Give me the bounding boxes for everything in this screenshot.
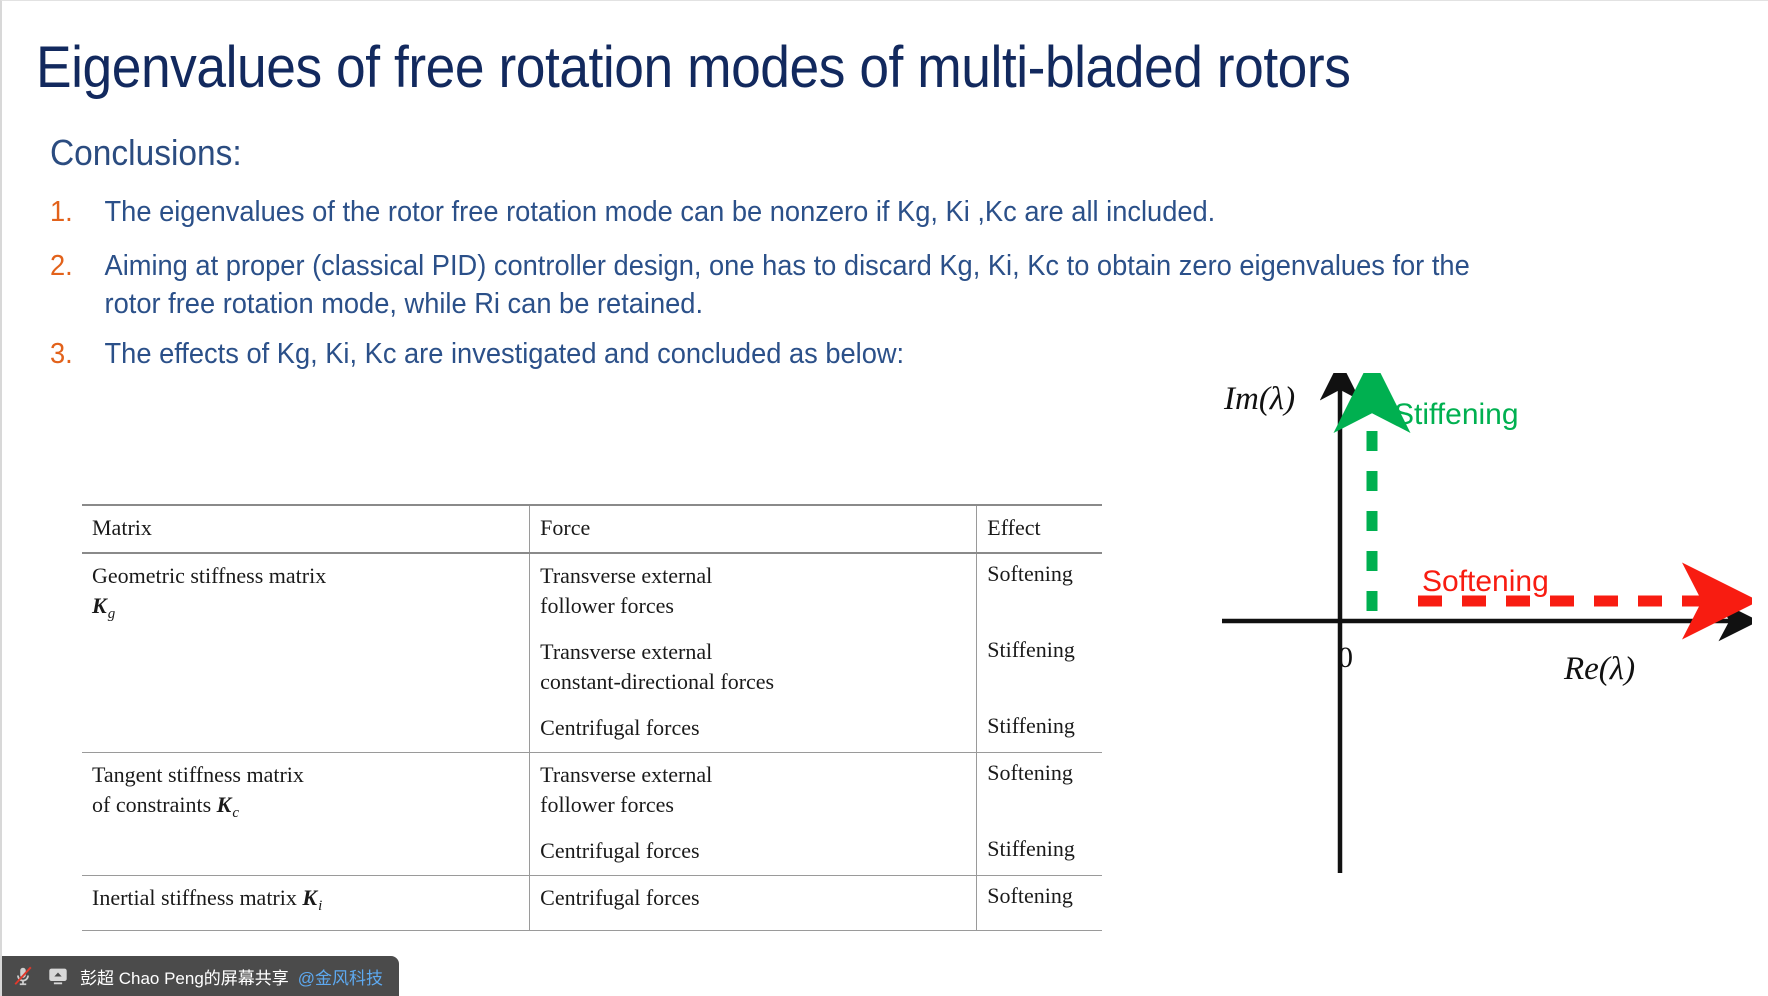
list-item-text: Aiming at proper (classical PID) control… [104, 250, 1470, 320]
origin-label: 0 [1338, 641, 1353, 674]
table-row: Inertial stiffness matrix Ki Centrifugal… [82, 875, 1102, 930]
screen-share-icon-svg [49, 968, 67, 985]
force-line: follower forces [540, 792, 674, 817]
table-cell-matrix: Geometric stiffness matrix Kg [82, 553, 531, 753]
table-cell-effect: Softening [976, 752, 1102, 829]
table-cell-effect: Stiffening [987, 713, 1075, 738]
table-header-row: Matrix Force Effect [82, 505, 1102, 553]
share-owner-text: 彭超 Chao Peng的屏幕共享 [80, 968, 289, 988]
table-cell-force: Centrifugal forces [529, 706, 978, 753]
table-cell-force: Centrifugal forces [529, 875, 978, 930]
page-title: Eigenvalues of free rotation modes of mu… [36, 35, 1351, 100]
conclusions-heading: Conclusions: [50, 132, 242, 173]
table-header-effect: Effect [987, 515, 1041, 540]
table-cell-force: Transverse external constant-directional… [529, 630, 978, 706]
diagram-svg [1222, 373, 1752, 873]
table-cell-force: Transverse external follower forces [529, 752, 978, 829]
softening-label: Softening [1422, 565, 1549, 598]
table-cell-force: Transverse external follower forces [529, 553, 978, 630]
matrix-symbol: Inertial stiffness matrix Ki [92, 885, 323, 914]
table-row: Centrifugal forces Stiffening [82, 829, 1102, 876]
matrix-name: Geometric stiffness matrix [92, 563, 327, 588]
list-item-text: The eigenvalues of the rotor free rotati… [104, 196, 1216, 228]
table-cell-force: Centrifugal forces [529, 829, 978, 876]
list-item: 3. The effects of Kg, Ki, Kc are investi… [50, 335, 1178, 373]
real-axis-label: Re(λ) [1564, 651, 1636, 687]
table-cell-matrix: Tangent stiffness matrix of constraints … [82, 752, 531, 876]
share-org-text: @金风科技 [297, 968, 384, 988]
table-cell-matrix: Inertial stiffness matrix Ki [82, 875, 531, 930]
matrix-symbol: Kg [92, 593, 116, 622]
table-row: Transverse external constant-directional… [82, 630, 1102, 706]
table-cell-effect: Softening [987, 561, 1073, 586]
table-cell-effect: Stiffening [987, 637, 1075, 662]
matrix-symbol: of constraints Kc [92, 792, 240, 821]
matrix-force-effect-table: Matrix Force Effect Geometric stiffness … [82, 504, 1102, 931]
table-row: Geometric stiffness matrix Kg Transverse… [82, 553, 1102, 753]
force-line: Transverse external [540, 639, 713, 664]
table-cell-effect: Softening [987, 883, 1073, 908]
list-item-number: 1. [50, 196, 73, 228]
force-line: constant-directional forces [540, 669, 775, 694]
force-line: Transverse external [540, 762, 713, 787]
table-header-force: Force [529, 505, 978, 553]
microphone-muted-icon-svg [14, 966, 32, 986]
table-row: Tangent stiffness matrix of constraints … [82, 752, 1102, 876]
force-line: Centrifugal forces [540, 885, 700, 910]
screen-share-status-bar[interactable]: 彭超 Chao Peng的屏幕共享 @金风科技 [2, 956, 400, 996]
table-cell-effect: Stiffening [987, 836, 1075, 861]
matrix-name: Tangent stiffness matrix [92, 762, 304, 787]
list-item: 2. Aiming at proper (classical PID) cont… [50, 247, 1498, 323]
list-item-number: 3. [50, 338, 73, 370]
complex-plane-diagram: Im(λ) Re(λ) 0 Stiffening Softening [1222, 373, 1752, 893]
force-line: Centrifugal forces [540, 838, 700, 863]
force-line: Centrifugal forces [540, 715, 700, 740]
force-line: follower forces [540, 593, 674, 618]
microphone-muted-icon[interactable] [10, 963, 36, 989]
list-item: 1. The eigenvalues of the rotor free rot… [50, 193, 1592, 231]
table-header-matrix: Matrix [82, 505, 531, 553]
screen-share-icon[interactable] [45, 963, 71, 989]
list-item-text: The effects of Kg, Ki, Kc are investigat… [104, 338, 905, 370]
imaginary-axis-label: Im(λ) [1224, 381, 1296, 417]
force-line: Transverse external [540, 563, 713, 588]
table-row: Centrifugal forces Stiffening [82, 706, 1102, 753]
stiffening-label: Stiffening [1394, 398, 1519, 431]
list-item-number: 2. [50, 250, 73, 282]
